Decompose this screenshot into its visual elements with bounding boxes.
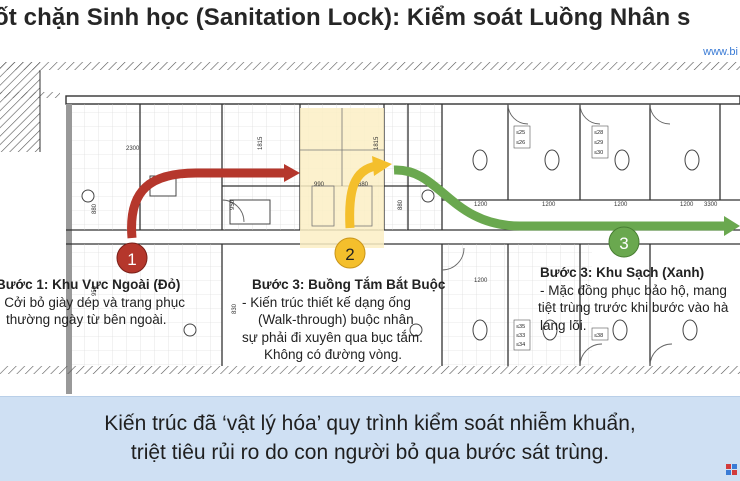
step-line: lang lõi. [540,317,587,333]
fixtures [81,149,700,341]
room-tag: ≤34 [516,342,525,348]
step-heading: Bước 3: Buồng Tắm Bắt Buộc [252,277,446,292]
dim-label: 1200 [614,202,628,208]
dim-label: 950 [92,285,98,296]
room-tag: ≤30 [594,150,603,156]
logo-icon [726,464,737,475]
dim-label: 2300 [126,146,140,152]
dim-label: 1200 [542,202,556,208]
step-heading: Bước 3: Khu Sạch (Xanh) [540,265,705,280]
page-title: ốt chặn Sinh học (Sanitation Lock): Kiểm… [0,4,691,31]
dim-label: 680 [358,182,369,188]
step-line: (Walk-through) buộc nhân [258,312,414,327]
room-tags: ≤25 ≤26 ≤28 ≤29 ≤30 ≤35 ≤33 ≤34 ≤38 [513,125,609,351]
step-line: - Mặc đồng phục bảo hộ, mang [540,282,727,298]
dim-label: 1200 [474,202,488,208]
step-1-note: Bước 1: Khu Vực Ngoài (Đỏ) - Cởi bỏ giày… [0,276,185,329]
step-line: thường ngày từ bên ngoài. [6,312,167,327]
step-line: - Kiến trúc thiết kế dạng ống [242,294,411,310]
banner-line-1: Kiến trúc đã ‘vật lý hóa’ quy trình kiểm… [104,412,636,435]
room-tag: ≤26 [516,140,525,146]
summary-banner: Kiến trúc đã ‘vật lý hóa’ quy trình kiểm… [0,396,740,481]
floor-plan: 2300 1815 1815 990 680 1200 1200 1200 12… [0,62,740,394]
dim-label: 880 [92,203,98,214]
flow-arrow-yellow [345,156,392,229]
svg-text:3: 3 [619,234,628,253]
svg-text:1: 1 [127,250,136,269]
step-marker-1: 1 [116,242,148,274]
flow-arrow-red [127,164,300,239]
room-tag: ≤25 [516,130,525,136]
step-line: tiệt trùng trước khi bước vào hà [538,300,729,315]
dim-label: 1200 [474,278,488,284]
dim-label: 1815 [258,136,264,150]
step-marker-3: 3 [608,226,640,258]
flow-arrow-green [393,165,740,236]
room-tag: ≤35 [516,324,525,330]
shower-stalls [300,108,384,227]
step-line: sự phải đi xuyên qua bục tắm. [242,329,423,345]
door-swings [221,103,673,367]
dim-label: 830 [232,303,238,314]
watermark: www.bi [703,46,738,58]
room-tag: ≤28 [594,130,603,136]
step-line: Không có đường vòng. [264,347,402,362]
room-tag: ≤29 [594,140,603,146]
dim-label: 1200 [680,202,694,208]
dim-label: 990 [314,182,325,188]
room-tag: ≤38 [594,333,603,339]
step-line: - Cởi bỏ giày dép và trang phục [0,294,185,310]
dim-label: 950 [230,199,236,210]
step-2-note: Bước 3: Buồng Tắm Bắt Buộc - Kiến trúc t… [242,276,445,364]
step-heading: Bước 1: Khu Vực Ngoài (Đỏ) [0,277,181,292]
room-tag: ≤33 [516,333,525,339]
dim-label: 880 [398,199,404,210]
dim-label: 1815 [374,136,380,150]
dimension-labels: 2300 1815 1815 990 680 1200 1200 1200 12… [92,136,718,314]
dim-label: 3300 [704,202,718,208]
step-3-note: Bước 3: Khu Sạch (Xanh) - Mặc đồng phục … [538,264,729,334]
banner-line-2: triệt tiêu rủi ro do con người bỏ qua bư… [130,441,610,464]
step-marker-2: 2 [334,237,366,269]
svg-text:2: 2 [345,245,354,264]
